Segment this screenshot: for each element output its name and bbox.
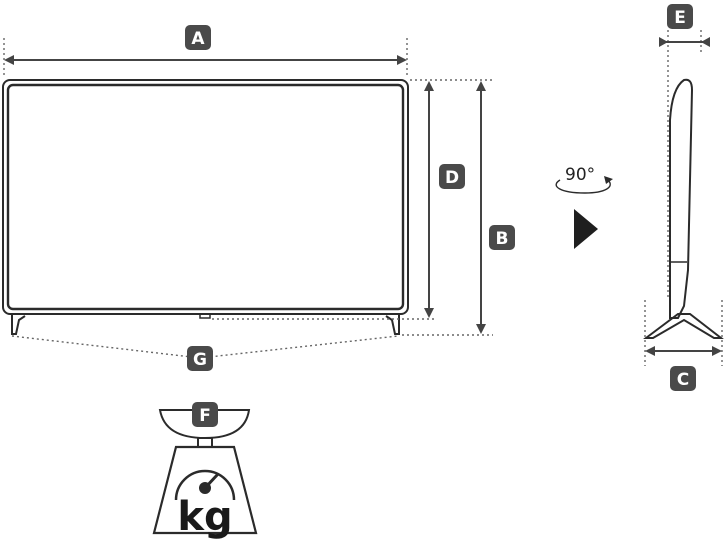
arrowhead-b-top [476,81,486,91]
badge-g: G [187,346,213,371]
scale-needle [203,472,220,490]
tv-front-view [2,79,409,335]
scale-body [152,445,258,535]
badge-f: F [192,402,218,427]
arrowhead-c-left [645,346,655,356]
side-panel-profile [669,78,694,319]
badge-f-label: F [199,406,211,426]
badge-e-label: E [674,8,686,28]
rotation-arrowhead [604,176,613,184]
badge-c-label: C [677,370,689,390]
extension-lines [3,38,493,359]
tv-left-foot [11,314,26,335]
badge-b-label: B [496,229,509,249]
arrowhead-e-left [659,37,668,47]
badge-b: B [489,225,515,250]
dimension-a [4,55,407,65]
side-stand [643,313,724,339]
scale-neck [197,437,213,448]
tv-logo-tab [199,313,211,319]
badge-a-label: A [191,29,205,49]
dimension-c [645,346,722,356]
badge-g-label: G [193,350,207,370]
dimension-b [476,81,486,334]
dimension-d [424,81,434,318]
arrowhead-d-top [424,81,434,91]
rotation-angle-text: 90° [565,165,595,185]
arrowhead-c-right [712,346,722,356]
badge-d-label: D [445,168,459,188]
rotation-indicator: 90° [555,165,613,249]
arrowhead-e-right [701,37,710,47]
weight-scale-icon: kg [152,409,258,540]
scale-dial [174,469,236,501]
dimension-e [659,37,710,47]
badge-d: D [439,164,465,189]
badge-c: C [670,366,696,391]
arrowhead-a-right [397,55,407,65]
tv-side-view [643,30,724,366]
badge-a: A [185,25,211,50]
scale-unit-text: kg [177,494,232,540]
play-arrow-icon [574,209,598,249]
rotation-arc [555,179,611,194]
tv-right-foot [385,314,400,335]
arrowhead-a-left [4,55,14,65]
tv-outer-frame [2,79,409,315]
arrowhead-d-bottom [424,308,434,318]
badge-e: E [667,4,693,29]
arrowhead-b-bottom [476,324,486,334]
tv-screen [6,83,405,311]
